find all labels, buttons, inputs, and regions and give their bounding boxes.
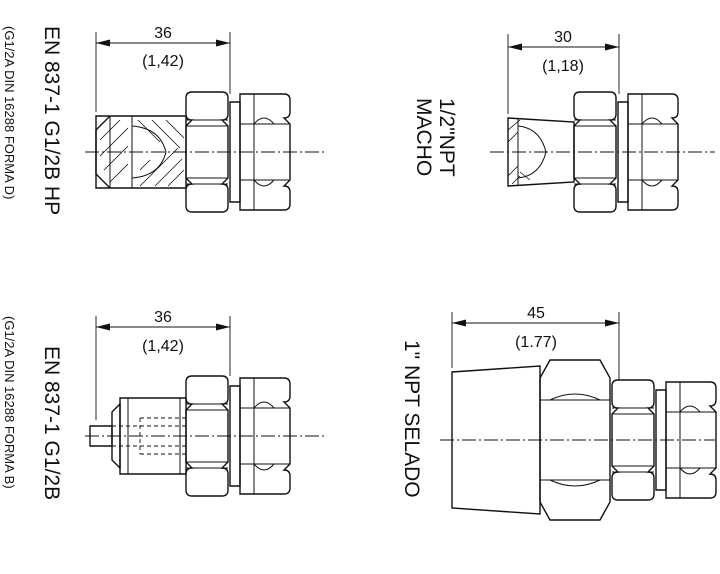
fitting-sublabel: (G1/2A DIN 16288 FORMA D) [2, 26, 17, 199]
fitting-label-line2: MACHO [412, 98, 435, 176]
dimension-inch: (1,18) [542, 58, 584, 75]
fitting-bottom-left: 36 (1,42) EN 837-1 G1/2B (G1/2A DIN 1628… [2, 309, 325, 500]
fitting-label: 1" NPT SELADO [400, 340, 423, 498]
fitting-bottom-right: 45 (1.77) 1" NPT SELADO [400, 305, 717, 521]
fitting-sublabel: (G1/2A DIN 16288 FORMA B) [2, 316, 17, 489]
dimension-inch: (1,42) [142, 338, 184, 355]
dimension-inch: (1.77) [515, 334, 557, 351]
dimension-inch: (1,42) [142, 53, 184, 70]
dimension-mm: 45 [527, 305, 545, 322]
fitting-top-right: 30 (1,18) 1/2"NPT MACHO [412, 29, 715, 213]
dimension-mm: 36 [154, 25, 172, 42]
fitting-label: EN 837-1 G1/2B HP [40, 26, 63, 215]
dimension-mm: 30 [554, 29, 572, 46]
fitting-label: 1/2"NPT [435, 98, 458, 177]
fitting-label: EN 837-1 G1/2B [40, 346, 63, 500]
dimension-mm: 36 [154, 309, 172, 326]
fitting-top-left: 36 (1,42) EN 837-1 G1/2B HP (G1/2A DIN 1… [2, 25, 325, 215]
